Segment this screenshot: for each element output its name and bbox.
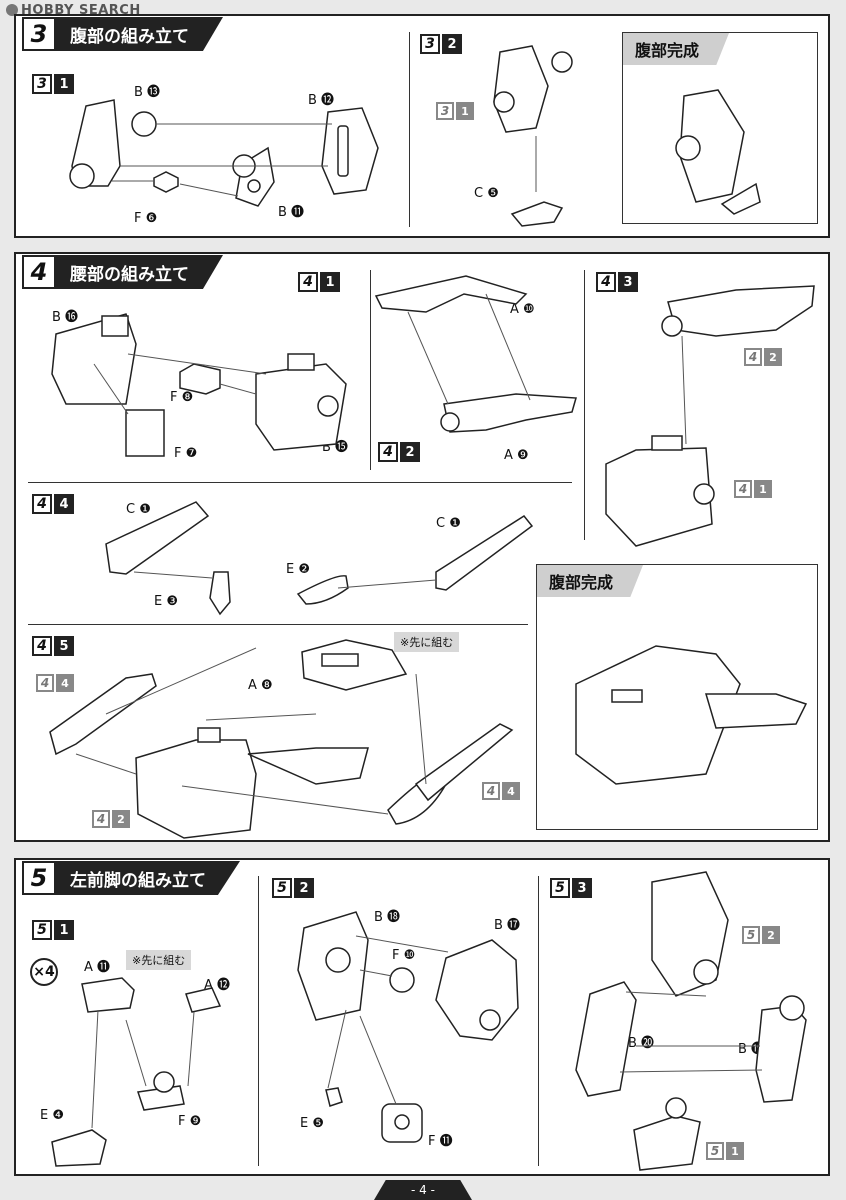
page-number: - 4 - [374,1180,472,1200]
note-assemble-first: ※先に組む [394,632,460,652]
divider [409,32,410,227]
part-label: E ❷ [286,562,311,577]
part-label: F ⓫ [428,1134,453,1149]
part-label: E ❹ [40,1108,65,1123]
part-label: F ❿ [392,948,416,963]
step4-title: 腰部の組み立て [56,255,223,289]
divider [584,270,585,540]
step5-title: 左前脚の組み立て [56,861,240,895]
part-label: A ❿ [510,302,535,317]
part-label: F ❻ [134,211,158,226]
logo-icon [6,4,18,16]
step3-header: 3 腹部の組み立て [16,16,223,52]
complete-label: 腹部完成 [623,33,730,65]
part-label: B ⓰ [52,310,79,325]
part-label: B ⓭ [134,85,161,100]
part-label: A ❾ [504,448,529,463]
note-assemble-first: ※先に組む [126,950,192,970]
part-label: B ⓴ [628,1036,655,1051]
part-label: A ❽ [248,678,273,693]
divider [370,270,371,470]
divider [258,876,259,1166]
step3-illustration [69,45,761,227]
part-label: B ⓱ [494,918,521,933]
part-label: E ❸ [154,594,179,609]
part-label: B ⓫ [278,205,305,220]
part-label: B ⓬ [308,93,335,108]
step4-illustration [49,275,815,839]
step5-illustration [51,871,807,1171]
part-label: A ⓫ [84,960,111,975]
step3-title: 腹部の組み立て [56,17,223,51]
part-label: C ❶ [126,502,151,517]
part-label: E ❺ [300,1116,325,1131]
part-label: F ❽ [170,390,194,405]
multiplier-badge: ×4 [30,958,58,986]
divider [28,624,528,625]
part-label: B ⓲ [374,910,401,925]
divider [28,482,572,483]
step4-number: 4 [22,255,56,289]
divider [538,876,539,1166]
complete-label: 腹部完成 [537,565,644,597]
step5-number: 5 [22,861,56,895]
step3-number: 3 [22,17,56,51]
part-label: C ❶ [436,516,461,531]
part-label: C ❺ [474,186,499,201]
part-label: F ❼ [174,446,198,461]
part-label: F ❾ [178,1114,202,1129]
step5-header: 5 左前脚の組み立て [16,860,240,896]
step4-header: 4 腰部の組み立て [16,254,223,290]
